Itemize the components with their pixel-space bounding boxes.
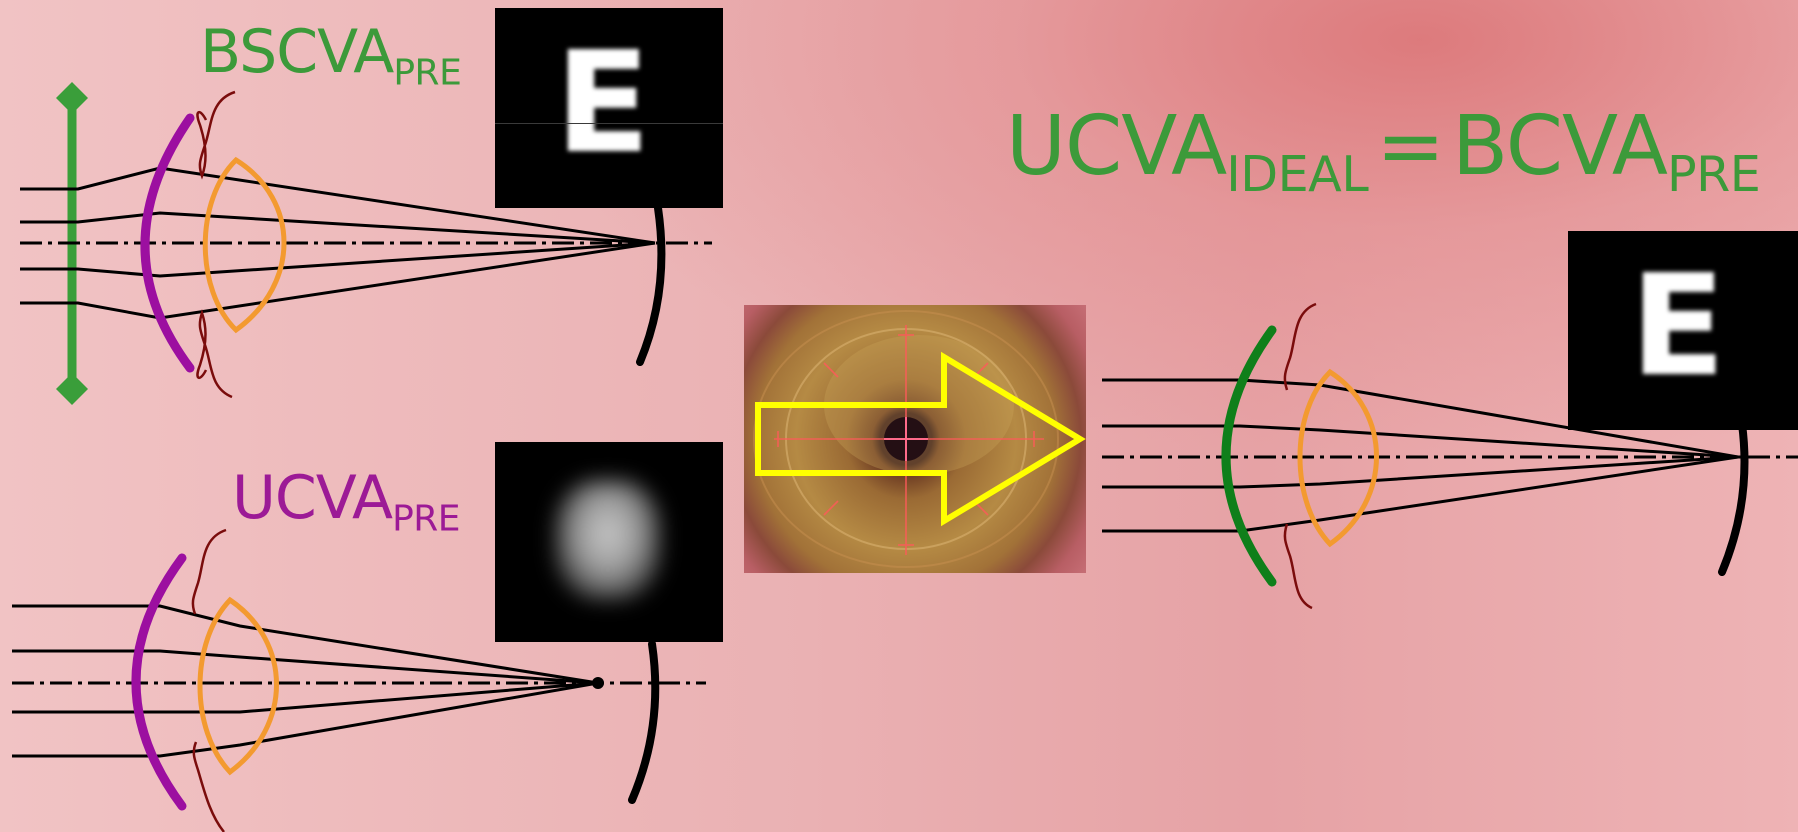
chart-divider <box>495 123 723 124</box>
yellow-right-arrow-icon <box>755 351 1086 527</box>
bottom-eye-schematic <box>12 528 706 832</box>
top-iris-lower <box>196 309 233 399</box>
right-eye-schematic <box>1102 302 1798 610</box>
right-light-rays <box>1102 378 1798 533</box>
eye-photo-overlay <box>753 310 1086 568</box>
bottom-crystalline-lens <box>197 596 279 776</box>
focus-point <box>592 677 604 689</box>
bottom-retina <box>628 640 660 804</box>
bottom-light-rays <box>12 604 706 758</box>
sharp-e-chart-right: E <box>1568 231 1798 430</box>
top-crystalline-lens <box>202 156 287 334</box>
e-letter: E <box>555 22 651 185</box>
equation-label: UCVAIDEAL=BCVAPRE <box>1006 99 1761 204</box>
bottom-iris-lower <box>192 741 225 832</box>
sharp-e-chart-top: E <box>495 8 723 208</box>
top-eye-schematic <box>20 82 712 405</box>
e-letter: E <box>1630 245 1726 408</box>
top-cornea <box>140 113 195 373</box>
bottom-cornea <box>131 553 187 811</box>
bottom-iris-upper <box>191 528 227 615</box>
blurred-letter <box>555 480 661 600</box>
right-iris-upper <box>1283 302 1317 391</box>
ucva-pre-label: UCVAPRE <box>232 463 461 540</box>
laser-eye-photo <box>744 305 1086 573</box>
blurred-e-chart <box>495 442 723 642</box>
right-cornea <box>1221 325 1277 587</box>
right-crystalline-lens <box>1297 368 1379 548</box>
top-light-rays <box>20 166 712 320</box>
top-retina <box>636 204 666 366</box>
right-retina <box>1718 420 1749 576</box>
corrective-lens <box>56 82 88 405</box>
bscva-pre-label: BSCVAPRE <box>200 17 462 94</box>
right-iris-lower <box>1283 523 1313 610</box>
top-iris-upper <box>196 90 236 180</box>
